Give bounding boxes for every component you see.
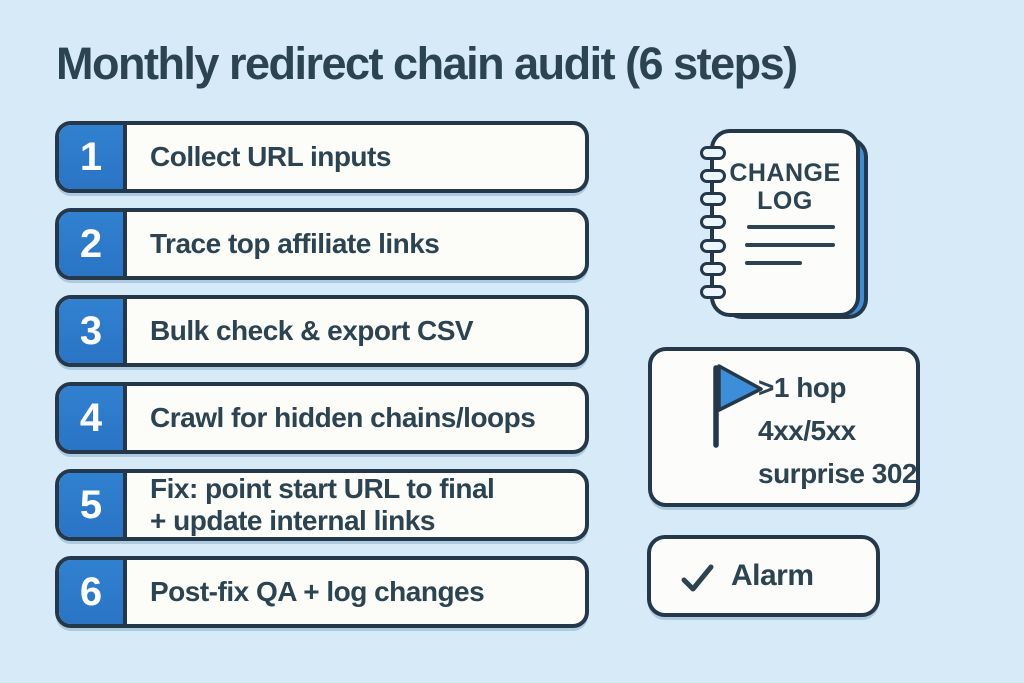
spiral-ring-icon xyxy=(700,146,726,160)
spiral-ring-icon xyxy=(700,285,726,299)
page-title: Monthly redirect chain audit (6 steps) xyxy=(56,38,798,89)
step-label: Crawl for hidden chains/loops xyxy=(150,402,536,433)
spiral-ring-icon xyxy=(700,239,726,253)
step-row: 2 Trace top affiliate links xyxy=(55,208,589,280)
notebook-title: CHANGE LOG xyxy=(729,159,841,215)
flag-criteria-text: >1 hop 4xx/5xx surprise 302 xyxy=(758,372,918,489)
checkmark-icon xyxy=(681,564,714,592)
step-row: 6 Post-fix QA + log changes xyxy=(55,556,589,628)
step-number-badge: 3 xyxy=(59,299,127,363)
notebook-ruled-line xyxy=(745,261,802,265)
step-row: 1 Collect URL inputs xyxy=(55,121,589,193)
notebook-front-cover xyxy=(710,129,860,317)
step-row: 3 Bulk check & export CSV xyxy=(55,295,589,367)
spiral-ring-icon xyxy=(700,192,726,206)
step-row: 5 Fix: point start URL to final + update… xyxy=(55,469,589,541)
step-label: Fix: point start URL to final + update i… xyxy=(150,473,495,536)
spiral-ring-icon xyxy=(700,169,726,183)
alarm-label: Alarm xyxy=(731,559,814,592)
step-number-badge: 4 xyxy=(59,386,127,450)
step-label: Collect URL inputs xyxy=(150,141,391,172)
step-number-badge: 6 xyxy=(59,560,127,624)
flag-criteria-card: >1 hop 4xx/5xx surprise 302 xyxy=(648,347,920,507)
step-label: Bulk check & export CSV xyxy=(150,315,474,346)
step-number-badge: 2 xyxy=(59,212,127,276)
step-number-badge: 5 xyxy=(59,473,127,537)
step-label: Post-fix QA + log changes xyxy=(150,576,485,607)
notebook-ruled-line xyxy=(747,225,835,229)
step-number-badge: 1 xyxy=(59,125,127,189)
spiral-ring-icon xyxy=(700,215,726,229)
notebook-ruled-line xyxy=(745,243,835,247)
flag-icon xyxy=(713,364,763,448)
steps-list: 1 Collect URL inputs 2 Trace top affilia… xyxy=(55,121,589,643)
alarm-card: Alarm xyxy=(647,535,880,617)
spiral-ring-icon xyxy=(700,262,726,276)
step-label: Trace top affiliate links xyxy=(150,228,440,259)
step-row: 4 Crawl for hidden chains/loops xyxy=(55,382,589,454)
